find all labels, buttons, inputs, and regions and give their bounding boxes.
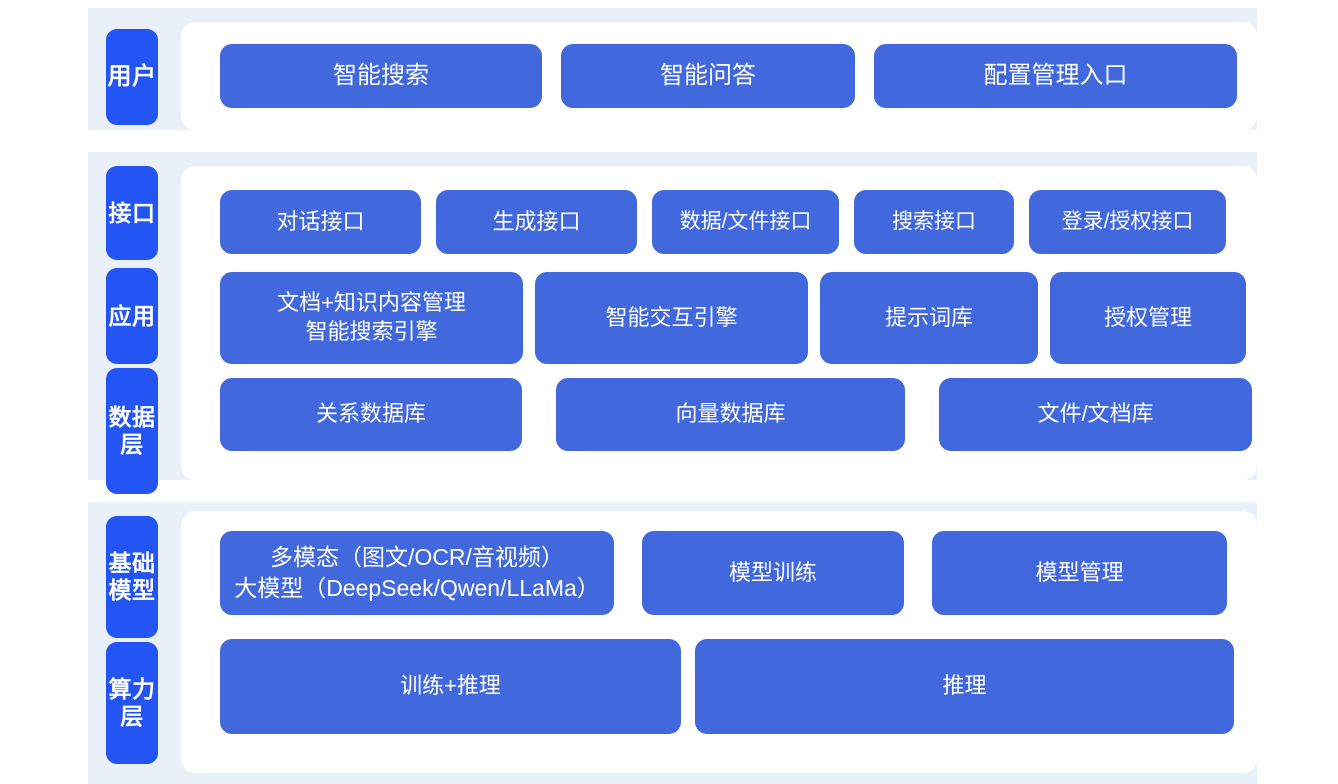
layer-label-compute: 算力层 [106, 642, 158, 764]
layer-label-data: 数据层 [106, 368, 158, 494]
card-config-portal[interactable]: 配置管理入口 [874, 44, 1237, 108]
row-model: 多模态（图文/OCR/音视频） 大模型（DeepSeek/Qwen/LLaMa）… [220, 531, 1227, 615]
card-vector-db[interactable]: 向量数据库 [556, 378, 905, 451]
section-platform-inner: 接口 应用 数据层 对话接口 生成接口 数据/文件接口 搜索接口 登录/授权接口… [88, 152, 1257, 494]
row-interface: 对话接口 生成接口 数据/文件接口 搜索接口 登录/授权接口 [220, 190, 1226, 254]
layer-label-application: 应用 [106, 268, 158, 364]
card-generate-api[interactable]: 生成接口 [436, 190, 637, 254]
panel-user: 智能搜索 智能问答 配置管理入口 [181, 22, 1257, 130]
layer-label-user: 用户 [106, 29, 158, 125]
row-data: 关系数据库 向量数据库 文件/文档库 [220, 378, 1252, 451]
card-model-training[interactable]: 模型训练 [642, 531, 904, 615]
card-relational-db[interactable]: 关系数据库 [220, 378, 522, 451]
row-user-entries: 智能搜索 智能问答 配置管理入口 [220, 44, 1237, 108]
card-interaction-engine[interactable]: 智能交互引擎 [535, 272, 808, 364]
panel-infrastructure: 多模态（图文/OCR/音视频） 大模型（DeepSeek/Qwen/LLaMa）… [181, 511, 1257, 773]
section-platform: 接口 应用 数据层 对话接口 生成接口 数据/文件接口 搜索接口 登录/授权接口… [88, 152, 1257, 494]
row-application: 文档+知识内容管理 智能搜索引擎 智能交互引擎 提示词库 授权管理 [220, 272, 1246, 364]
card-auth-api[interactable]: 登录/授权接口 [1029, 190, 1226, 254]
row-compute: 训练+推理 推理 [220, 639, 1234, 734]
card-data-file-api[interactable]: 数据/文件接口 [652, 190, 839, 254]
card-chat-api[interactable]: 对话接口 [220, 190, 421, 254]
card-authorization-mgmt[interactable]: 授权管理 [1050, 272, 1246, 364]
card-model-mgmt[interactable]: 模型管理 [932, 531, 1227, 615]
card-search-api[interactable]: 搜索接口 [854, 190, 1014, 254]
section-user-inner: 用户 智能搜索 智能问答 配置管理入口 [88, 8, 1257, 130]
card-train-infer[interactable]: 训练+推理 [220, 639, 681, 734]
panel-platform: 对话接口 生成接口 数据/文件接口 搜索接口 登录/授权接口 文档+知识内容管理… [181, 166, 1257, 480]
card-doc-knowledge-search[interactable]: 文档+知识内容管理 智能搜索引擎 [220, 272, 523, 364]
card-infer[interactable]: 推理 [695, 639, 1234, 734]
card-smart-search[interactable]: 智能搜索 [220, 44, 542, 108]
layer-label-interface: 接口 [106, 166, 158, 260]
section-infrastructure: 基础模型 算力层 多模态（图文/OCR/音视频） 大模型（DeepSeek/Qw… [88, 502, 1257, 784]
layer-label-base-model: 基础模型 [106, 516, 158, 638]
card-smart-qa[interactable]: 智能问答 [561, 44, 855, 108]
card-multimodal-llm[interactable]: 多模态（图文/OCR/音视频） 大模型（DeepSeek/Qwen/LLaMa） [220, 531, 614, 615]
card-prompt-library[interactable]: 提示词库 [820, 272, 1038, 364]
section-user: 用户 智能搜索 智能问答 配置管理入口 [88, 8, 1257, 130]
section-infrastructure-inner: 基础模型 算力层 多模态（图文/OCR/音视频） 大模型（DeepSeek/Qw… [88, 502, 1257, 784]
card-file-doc-store[interactable]: 文件/文档库 [939, 378, 1252, 451]
